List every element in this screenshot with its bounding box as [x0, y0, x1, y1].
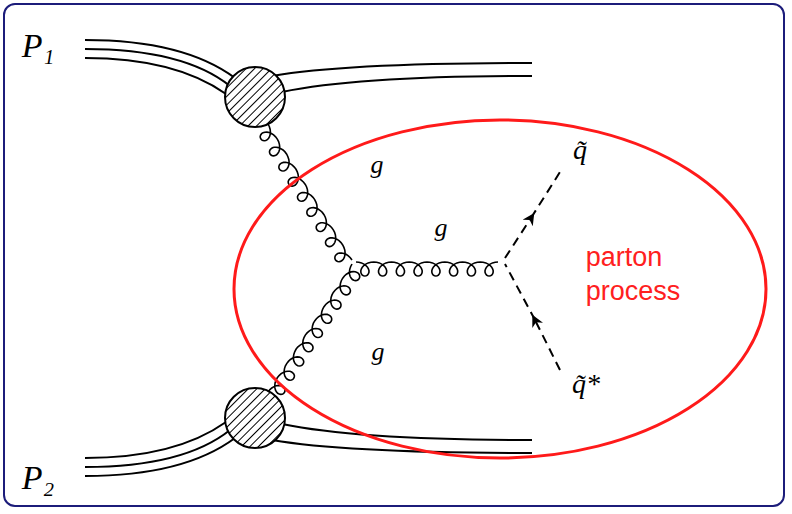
particle-label: P₁	[22, 27, 55, 65]
particle-label: q̃	[573, 134, 587, 166]
ellipse-outline	[232, 118, 768, 460]
region-label: parton process	[586, 241, 716, 309]
gluon-line	[268, 264, 360, 394]
proton-lines	[85, 40, 532, 476]
gluon-lines	[260, 124, 498, 394]
particle-label: g	[435, 213, 448, 243]
ellipse-region: parton process	[232, 118, 768, 460]
particle-label: g	[371, 150, 384, 180]
gluon-line	[356, 262, 498, 276]
particle-label: q̃*	[572, 368, 600, 400]
proton-blob	[225, 67, 285, 127]
proton-blob	[225, 388, 285, 448]
particle-label: P₂	[22, 459, 55, 497]
squark-lines	[505, 172, 560, 370]
particle-label: g	[372, 337, 385, 367]
gluon-line	[260, 124, 352, 262]
